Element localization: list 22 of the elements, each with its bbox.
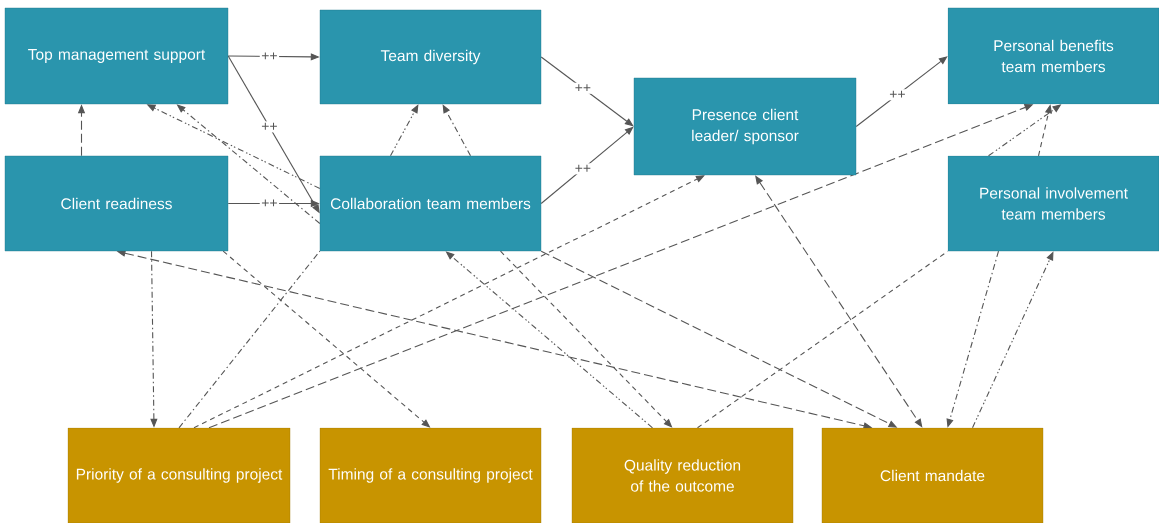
arrow [193, 175, 705, 429]
edge-label: ++ [261, 199, 277, 207]
edge-label: ++ [889, 90, 905, 98]
process-box: Timing of a consulting project [319, 427, 542, 523]
arrow [755, 175, 923, 428]
arrow [540, 126, 634, 205]
process-box: Top management support [4, 7, 229, 105]
process-box: Client mandate [821, 427, 1044, 523]
edge-label: ++ [261, 52, 277, 60]
process-box: Personal benefits team members [947, 7, 1159, 105]
process-box: Client readiness [4, 155, 229, 252]
process-box: Collaboration team members [319, 155, 542, 252]
edge-label: ++ [261, 122, 277, 130]
edge-label: ++ [575, 164, 591, 172]
process-box: Quality reduction of the outcome [571, 427, 794, 523]
arrow [540, 56, 634, 127]
arrow [855, 56, 948, 128]
process-box: Team diversity [319, 9, 542, 105]
process-box: Priority of a consulting project [67, 427, 291, 523]
process-box: Presence client leader/ sponsor [633, 77, 857, 176]
process-box: Personal involvement team members [947, 155, 1159, 252]
edge-label: ++ [575, 84, 591, 92]
